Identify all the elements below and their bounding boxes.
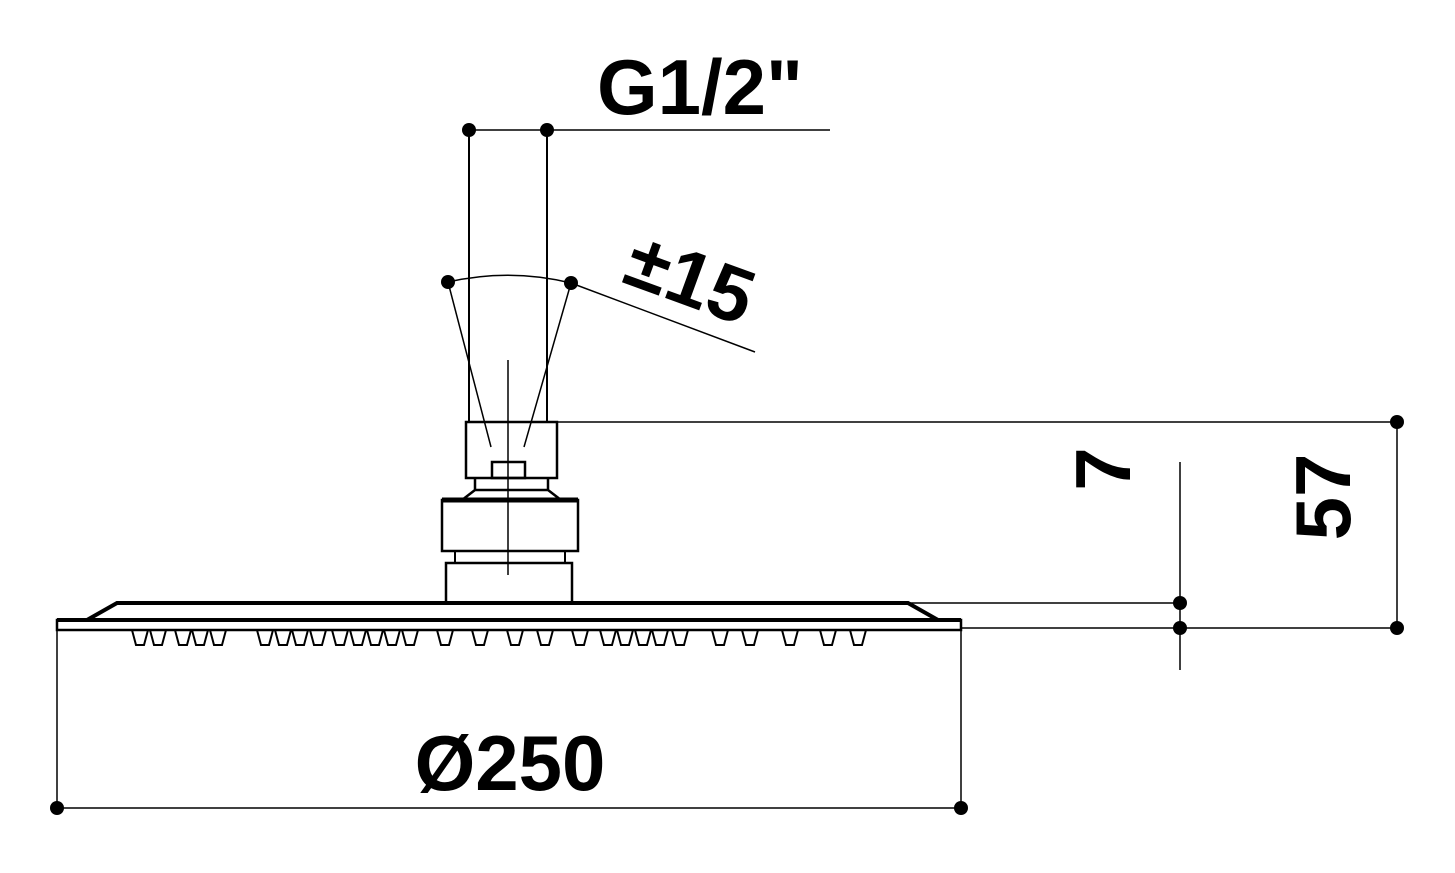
thread-dimension: G1/2" <box>462 43 830 422</box>
nozzle <box>849 629 867 646</box>
nozzle <box>331 629 349 646</box>
nozzle <box>383 629 401 646</box>
nozzle <box>436 629 454 646</box>
nozzle <box>191 629 209 646</box>
nozzle <box>599 629 617 646</box>
nozzle <box>274 629 292 646</box>
nozzles <box>131 629 867 646</box>
swivel-fitting <box>440 420 580 605</box>
diameter-label: Ø250 <box>415 719 606 807</box>
nozzle <box>149 629 167 646</box>
nozzle <box>651 629 669 646</box>
dimension-dot <box>462 123 476 137</box>
nozzle <box>131 629 149 646</box>
nozzle <box>209 629 227 646</box>
nozzle <box>256 629 274 646</box>
nozzle <box>366 629 384 646</box>
nozzle <box>291 629 309 646</box>
nozzle <box>741 629 759 646</box>
shower-plate <box>55 601 963 646</box>
height-dimensions: 57 7 <box>557 415 1404 670</box>
nozzle <box>571 629 589 646</box>
thread-label: G1/2" <box>597 43 803 131</box>
nozzle <box>174 629 192 646</box>
nozzle <box>711 629 729 646</box>
nozzle <box>349 629 367 646</box>
nozzle <box>671 629 689 646</box>
nozzle <box>616 629 634 646</box>
height-label: 57 <box>1279 454 1367 541</box>
dimension-dot <box>540 123 554 137</box>
thickness-label: 7 <box>1059 447 1147 490</box>
angle-dimension: ±15 <box>441 215 766 448</box>
nozzle <box>471 629 489 646</box>
nozzle <box>819 629 837 646</box>
diameter-dimension: Ø250 <box>50 630 968 815</box>
nozzle <box>309 629 327 646</box>
nozzle <box>781 629 799 646</box>
nozzle <box>634 629 652 646</box>
angle-label: ±15 <box>614 215 766 342</box>
nozzle <box>401 629 419 646</box>
nozzle <box>506 629 524 646</box>
nozzle <box>536 629 554 646</box>
